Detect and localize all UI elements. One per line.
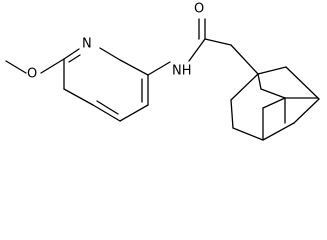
c5-c6a-bond — [92, 104, 121, 122]
nh-carbonyl-bond — [188, 38, 206, 62]
adamantane-bond — [262, 97, 286, 109]
c5-c6a-double-bond — [96, 100, 119, 115]
ch2-adamantyl-bond — [230, 44, 259, 75]
adamantane-bond — [262, 122, 295, 141]
carbonyl-oxygen-label: O — [194, 2, 204, 17]
amide-linkage: NH O — [147, 2, 232, 79]
c2-c3-bond — [119, 59, 149, 76]
adamantane-group — [230, 44, 320, 141]
adamantane-bond — [260, 88, 286, 99]
pyridine-nh-bond — [147, 61, 171, 76]
n1-c2-bond — [99, 47, 121, 61]
methoxy-oxygen-label: O — [27, 67, 37, 82]
adamantane-bond — [285, 66, 320, 100]
carbonyl-ch2-bond — [204, 38, 232, 46]
c6-n1-bond — [63, 48, 80, 60]
methoxy-group: O — [5, 58, 65, 82]
adamantane-bond — [257, 66, 287, 75]
o-c6-bond — [40, 58, 65, 74]
c4-c5-bond — [119, 104, 149, 122]
adamantane-bond — [230, 73, 259, 101]
pyridine-ring: N — [63, 37, 149, 122]
methyl-o-bond — [5, 60, 27, 74]
adamantane-bond — [257, 73, 262, 90]
adamantane-bond — [232, 127, 264, 141]
chemical-structure-diagram: O N NH O — [5, 2, 320, 141]
c6a-c6-bond — [63, 88, 94, 106]
pyridine-nitrogen-label: N — [82, 37, 92, 52]
c6-n1-double-bond — [68, 54, 81, 63]
adamantane-bond — [293, 98, 320, 124]
amide-nitrogen-label: NH — [172, 64, 192, 79]
adamantane-bond — [230, 99, 234, 129]
